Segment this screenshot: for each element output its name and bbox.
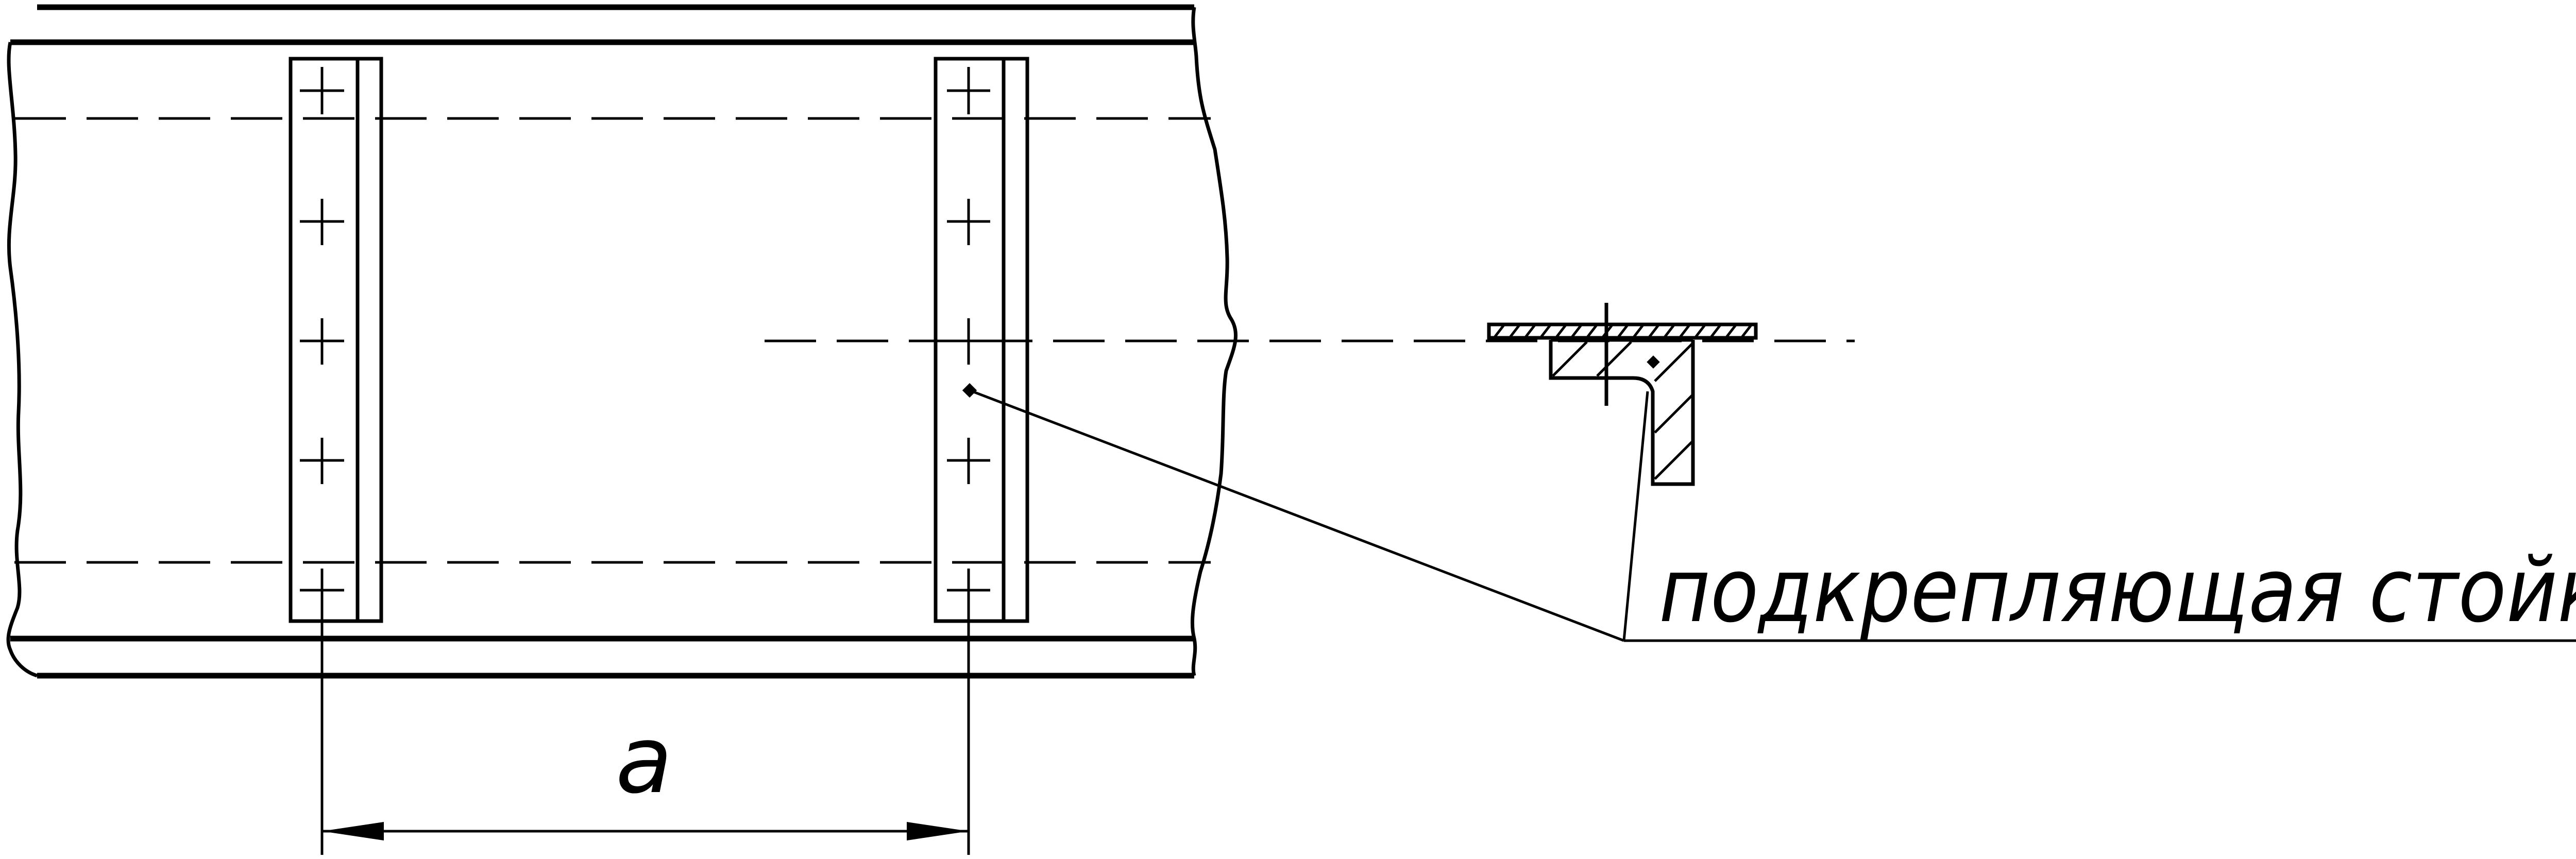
- stiffener-outline: [289, 57, 383, 623]
- bolt-marks: [947, 67, 990, 613]
- dimension-arrow-right: [907, 822, 969, 840]
- leader-line-from-section: [1622, 391, 1649, 641]
- bolt-cross: [300, 438, 344, 484]
- bolt-cross: [947, 569, 990, 613]
- leader-line-from-strip: [969, 389, 1624, 642]
- stiffener-section-detail: [1487, 303, 1758, 486]
- weld-mark: [1647, 355, 1660, 369]
- bolt-cross: [947, 438, 990, 484]
- beam-plan-view: [6, 4, 1238, 679]
- bolt-cross: [300, 569, 344, 613]
- stiffener-strip-left: [289, 57, 383, 623]
- dimension-a: a: [320, 613, 970, 855]
- dimension-arrow-left: [322, 822, 384, 840]
- bolt-cross: [947, 199, 990, 245]
- callout-leader: подкрепляющая стойка: [962, 383, 2576, 642]
- callout-label: подкрепляющая стойка: [1659, 539, 2576, 642]
- angle-hatch: [1654, 343, 1693, 382]
- dimension-symbol: a: [616, 707, 672, 814]
- angle-hatch: [1596, 341, 1632, 377]
- angle-hatch: [1654, 394, 1693, 434]
- bolt-cross: [947, 67, 990, 114]
- left-break-line: [6, 42, 38, 678]
- bolt-cross: [300, 199, 344, 245]
- bolt-marks: [300, 67, 344, 613]
- angle-hatch: [1552, 341, 1588, 377]
- bolt-cross: [300, 67, 344, 114]
- angle-horizontal-leg: [1549, 340, 1695, 486]
- flange-hatching: [1493, 323, 1753, 339]
- bolt-cross: [300, 318, 344, 365]
- angle-hatch: [1654, 441, 1693, 480]
- flange-plate: [1487, 322, 1758, 340]
